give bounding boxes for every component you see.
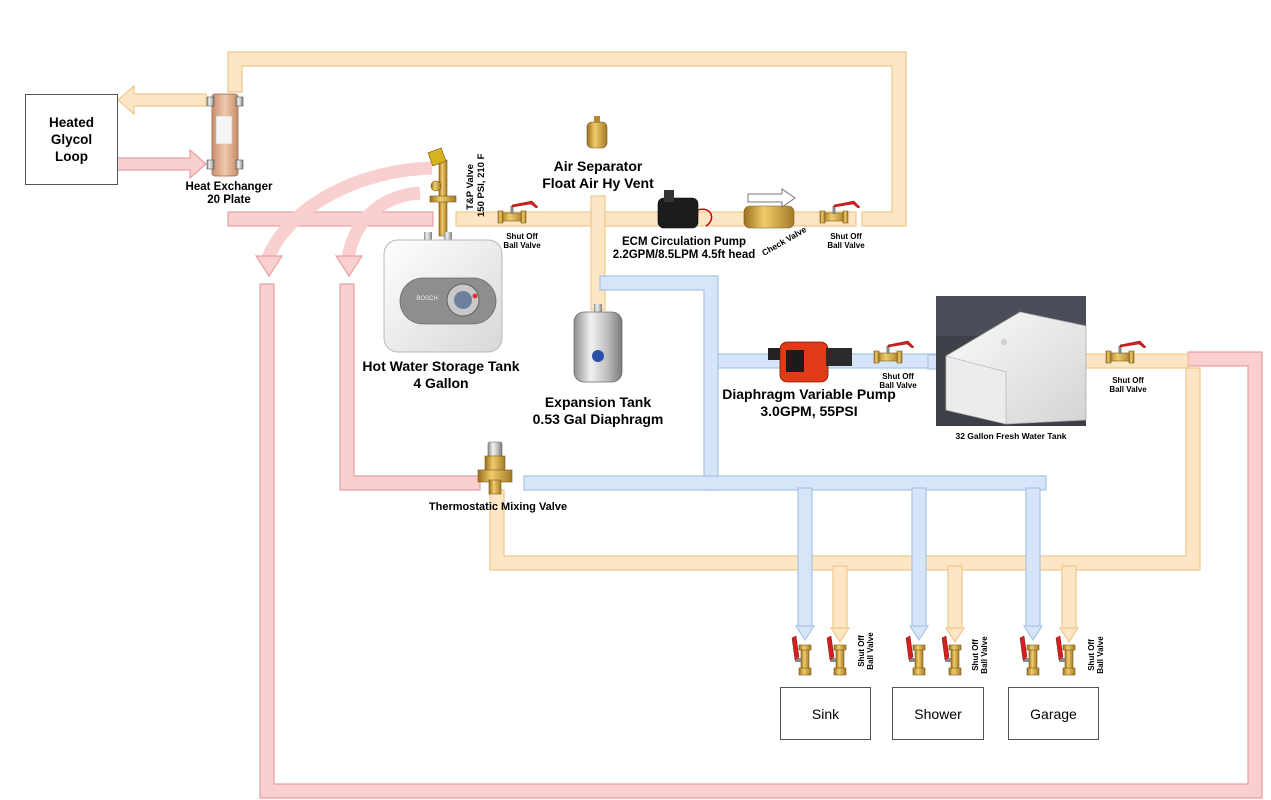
mixing-valve-icon [477, 441, 513, 495]
shutoff-valve-icon [791, 635, 812, 676]
shutoff-label-1: Shut Off Ball Valve [503, 232, 541, 250]
tank-brand-label: BOSCH [416, 296, 438, 302]
shutoff-valve-icon [1055, 635, 1076, 676]
shutoff-vertical-label-garage: Shut Off Ball Valve [1087, 636, 1105, 674]
fixture-sink: Sink [780, 687, 871, 740]
pipe-warm-expansion-tee [590, 195, 606, 311]
shutoff-label-2: Shut Off Ball Valve [827, 232, 865, 250]
mixing-valve-label: Thermostatic Mixing Valve [428, 501, 568, 513]
shutoff-valve-icon [941, 635, 962, 676]
tp-valve-label: T&P Valve 150 PSI, 210 F [465, 153, 487, 217]
pipe-cold-shower [911, 487, 927, 629]
heat-exchanger-label: Heat Exchanger 20 Plate [185, 181, 273, 206]
fixture-shower-label: Shower [914, 705, 962, 722]
shutoff-label-4: Shut Off Ball Valve [1109, 376, 1147, 394]
ecm-pump-label: ECM Circulation Pump 2.2GPM/8.5LPM 4.5ft… [612, 236, 756, 261]
pipe-cold-sink [797, 487, 813, 629]
pipe-hot-curves [261, 161, 433, 261]
ecm-pump-icon [657, 190, 713, 229]
air-separator-label: Air Separator Float Air Hy Vent [542, 158, 654, 191]
shutoff-valve-icon [826, 635, 847, 676]
arrow-glycol-in [116, 148, 207, 180]
fixture-sink-label: Sink [811, 705, 840, 722]
heated-glycol-loop-label: Heated Glycol Loop [48, 115, 94, 164]
diaphragm-pump-icon [768, 341, 852, 383]
air-separator-icon [586, 116, 608, 149]
fresh-water-tank-label: 32 Gallon Fresh Water Tank [955, 431, 1067, 441]
arrow-hot-down-2 [334, 255, 364, 278]
pipe-warm-top-loop [227, 51, 907, 227]
pipe-cold-header [523, 475, 1047, 491]
fresh-water-tank-icon [936, 296, 1087, 426]
pipe-cold-expansion-loop [599, 275, 719, 491]
heated-glycol-loop-box: Heated Glycol Loop [25, 94, 118, 185]
pipe-cold-garage [1025, 487, 1041, 629]
hot-water-tank-icon [383, 232, 503, 353]
arrow-glycol-out [117, 84, 207, 116]
fixture-shower: Shower [892, 687, 984, 740]
pipe-warm-shower [947, 565, 963, 631]
pipe-warm-sink [832, 565, 848, 631]
shutoff-valve-icon [905, 635, 926, 676]
shutoff-vertical-label-sink: Shut Off Ball Valve [857, 632, 875, 670]
hot-water-tank-label: Hot Water Storage Tank 4 Gallon [362, 358, 520, 391]
pipe-warm-garage [1061, 565, 1077, 631]
expansion-tank-icon [573, 304, 623, 383]
check-valve-icon [743, 188, 796, 229]
fixture-garage: Garage [1008, 687, 1099, 740]
heat-exchanger-icon [206, 93, 244, 177]
cold-water-pipes [523, 275, 1047, 629]
shutoff-label-3: Shut Off Ball Valve [879, 372, 917, 390]
shutoff-vertical-label-shower: Shut Off Ball Valve [971, 636, 989, 674]
shutoff-valve-icon [1019, 635, 1040, 676]
tp-valve-icon [427, 147, 457, 237]
diaphragm-pump-label: Diaphragm Variable Pump 3.0GPM, 55PSI [722, 386, 896, 419]
fixture-garage-label: Garage [1030, 705, 1077, 722]
arrow-hot-down-1 [254, 255, 284, 278]
pipe-hot-hx-to-tank [227, 211, 434, 227]
expansion-tank-label: Expansion Tank 0.53 Gal Diaphragm [532, 394, 664, 427]
